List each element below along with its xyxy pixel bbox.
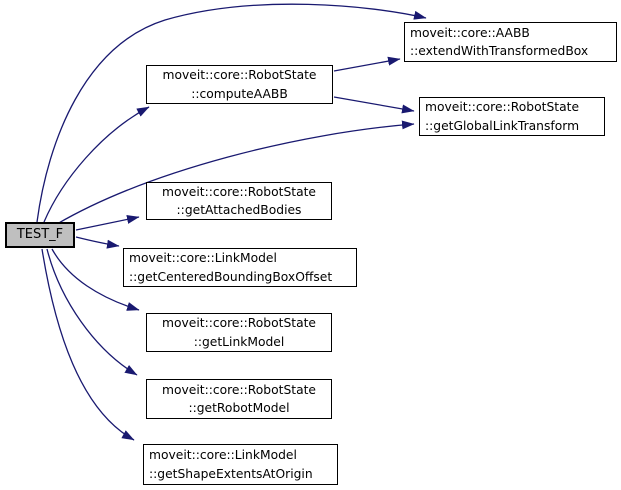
node-label-line2: ::computeAABB — [191, 86, 288, 101]
node-label-line1: moveit::core::RobotState — [425, 100, 580, 114]
node-label-line1: moveit::core::RobotState — [161, 382, 316, 397]
node-label-line1: moveit::core::LinkModel — [149, 448, 297, 462]
node-label-line2: ::getGlobalLinkTransform — [425, 118, 580, 133]
edge-testf-to-getshapeextentsatorigin — [41, 248, 135, 441]
node-get-link-model[interactable]: moveit::core::RobotState ::getLinkModel — [146, 313, 332, 352]
node-label-line2: ::extendWithTransformedBox — [410, 44, 589, 58]
node-test-f[interactable]: TEST_F — [5, 222, 75, 248]
edge-testf-to-getlinkmodel — [51, 248, 140, 311]
node-label-line1: moveit::core::RobotState — [161, 184, 316, 199]
node-extend-with-transformed-box[interactable]: moveit::core::AABB ::extendWithTransform… — [404, 22, 617, 62]
node-get-global-link-transform[interactable]: moveit::core::RobotState ::getGlobalLink… — [419, 97, 605, 136]
node-label-line2: ::getAttachedBodies — [176, 203, 302, 217]
node-get-shape-extents-at-origin[interactable]: moveit::core::LinkModel ::getShapeExtent… — [143, 444, 338, 485]
node-label-line1: moveit::core::LinkModel — [129, 251, 277, 265]
edge-testf-to-extendwithtransformedbox — [36, 3, 427, 223]
edge-computeaabb-to-getgloballinktransform — [333, 96, 415, 114]
node-label-line2: ::getShapeExtentsAtOrigin — [149, 466, 313, 481]
node-get-centered-bounding-box-offset[interactable]: moveit::core::LinkModel ::getCenteredBou… — [123, 248, 357, 287]
node-test-f-label: TEST_F — [16, 226, 64, 242]
node-compute-aabb[interactable]: moveit::core::RobotState ::computeAABB — [146, 65, 333, 104]
edge-testf-to-getrobotmodel — [46, 248, 138, 376]
node-get-robot-model[interactable]: moveit::core::RobotState ::getRobotModel — [146, 379, 332, 419]
edge-testf-to-getattachedbodies — [75, 215, 140, 231]
node-label-line1: moveit::core::RobotState — [161, 316, 316, 330]
edge-testf-to-getcenteredboundingboxoffset — [75, 236, 120, 249]
node-get-attached-bodies[interactable]: moveit::core::RobotState ::getAttachedBo… — [146, 182, 332, 220]
node-label-line2: ::getLinkModel — [193, 334, 285, 349]
edge-computeaabb-to-extendwithtransformedbox — [333, 56, 401, 72]
node-label-line1: moveit::core::RobotState — [162, 68, 317, 82]
node-label-line2: ::getRobotModel — [188, 401, 290, 415]
edge-testf-to-computeaabb — [43, 106, 150, 223]
edge-testf-to-getgloballinktransform — [56, 120, 415, 225]
node-label-line2: ::getCenteredBoundingBoxOffset — [129, 269, 333, 284]
node-label-line1: moveit::core::AABB — [410, 25, 530, 40]
